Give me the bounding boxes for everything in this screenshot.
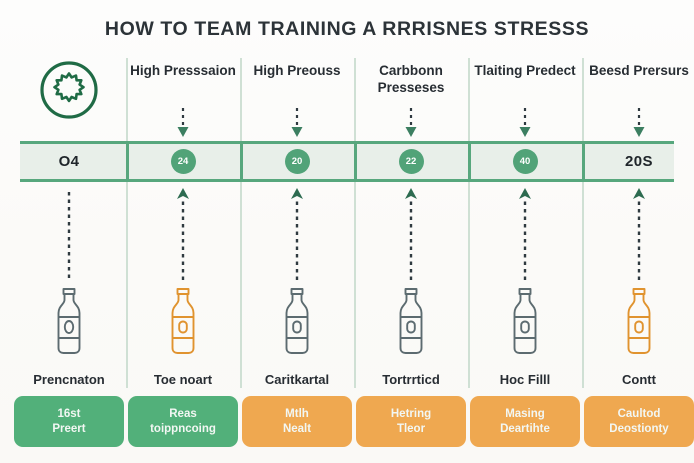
flow-arrow-down — [632, 108, 646, 140]
column-header: High Preouss — [253, 63, 341, 78]
summary-card[interactable]: Mtlh Nealt — [242, 396, 352, 447]
band-value-bubble: 20 — [284, 149, 310, 174]
summary-band — [20, 141, 674, 182]
card-line-2: Deostionty — [609, 422, 669, 435]
flow-arrow-down — [290, 108, 304, 140]
column-divider — [126, 58, 128, 388]
bottle-icon — [276, 286, 318, 358]
bottle-label: Contt — [622, 372, 656, 387]
card-line-1: Hetring — [390, 407, 432, 420]
bottle-label: Caritkartal — [264, 372, 330, 387]
band-value-bubble: 40 — [512, 149, 538, 174]
column-5[interactable]: Tlaiting Predect — [468, 0, 582, 463]
column-divider — [468, 58, 470, 388]
flow-arrow-up — [290, 188, 304, 280]
page-title: HOW TO TEAM TRAINING A RRRISNES STRESSS — [104, 18, 590, 40]
band-cell-3: 20 — [240, 141, 354, 182]
column-4[interactable]: Carbbonn Presseses — [354, 0, 468, 463]
band-cell-4: 22 — [354, 141, 468, 182]
bottle-label: Toe noart — [153, 372, 213, 387]
gear-icon — [39, 60, 99, 120]
summary-card[interactable]: 16st Preert — [14, 396, 124, 447]
flow-arrow-up — [632, 188, 646, 280]
band-separator — [468, 141, 471, 182]
summary-card[interactable]: Hetring Tleor — [356, 396, 466, 447]
bottle-icon — [618, 286, 660, 358]
card-line-1: Masing — [505, 407, 545, 420]
column-header: Tlaiting Predect — [474, 63, 576, 78]
band-value-bubble: 22 — [398, 149, 424, 174]
band-cell-6: 20S — [582, 141, 694, 182]
band-cell-1: O4 — [12, 141, 126, 182]
card-line-1: Mtlh — [285, 407, 309, 420]
column-divider — [582, 58, 584, 388]
band-separator — [126, 141, 129, 182]
column-1[interactable]: Prencnaton 16st Preert — [12, 0, 126, 463]
band-separator — [354, 141, 357, 182]
band-separator — [582, 141, 585, 182]
column-divider — [354, 58, 356, 388]
flow-arrow-up — [176, 188, 190, 280]
column-header: Beesd Prersurs — [589, 63, 689, 78]
card-line-2: Tleor — [396, 422, 426, 435]
card-line-2: toippncoing — [150, 422, 216, 435]
flow-arrow-down — [404, 108, 418, 140]
column-6[interactable]: Beesd Prersurs — [582, 0, 694, 463]
column-header: Carbbonn Presseses — [377, 63, 445, 95]
flow-arrow-up — [518, 188, 532, 280]
flow-arrow-down — [176, 108, 190, 140]
card-line-1: Reas — [169, 407, 197, 420]
bottle-label: Tortrrticd — [382, 372, 440, 387]
band-cell-5: 40 — [468, 141, 582, 182]
band-value-bubble: 24 — [170, 149, 196, 174]
band-value: O4 — [58, 153, 80, 170]
column-header: High Presssaion — [130, 63, 236, 78]
band-cell-2: 24 — [126, 141, 240, 182]
summary-card[interactable]: Caultod Deostionty — [584, 396, 694, 447]
column-divider — [240, 58, 242, 388]
flow-arrow-up — [404, 188, 418, 280]
bottle-icon — [48, 286, 90, 358]
summary-card[interactable]: Masing Deartihte — [470, 396, 580, 447]
column-2[interactable]: High Presssaion — [126, 0, 240, 463]
bottle-label: Hoc Filll — [499, 372, 551, 387]
bottle-icon — [390, 286, 432, 358]
column-3[interactable]: High Preouss Ca — [240, 0, 354, 463]
card-line-2: Preert — [52, 422, 86, 435]
flow-arrow-up — [62, 188, 76, 280]
band-separator — [240, 141, 243, 182]
card-line-2: Nealt — [282, 422, 312, 435]
summary-card[interactable]: Reas toippncoing — [128, 396, 238, 447]
card-line-1: 16st — [57, 407, 81, 420]
card-line-2: Deartihte — [500, 422, 550, 435]
bottle-label: Prencnaton — [33, 372, 105, 387]
flow-arrow-down — [518, 108, 532, 140]
bottle-icon — [504, 286, 546, 358]
bottle-icon — [162, 286, 204, 358]
card-line-1: Caultod — [617, 407, 661, 420]
band-value: 20S — [625, 153, 653, 170]
